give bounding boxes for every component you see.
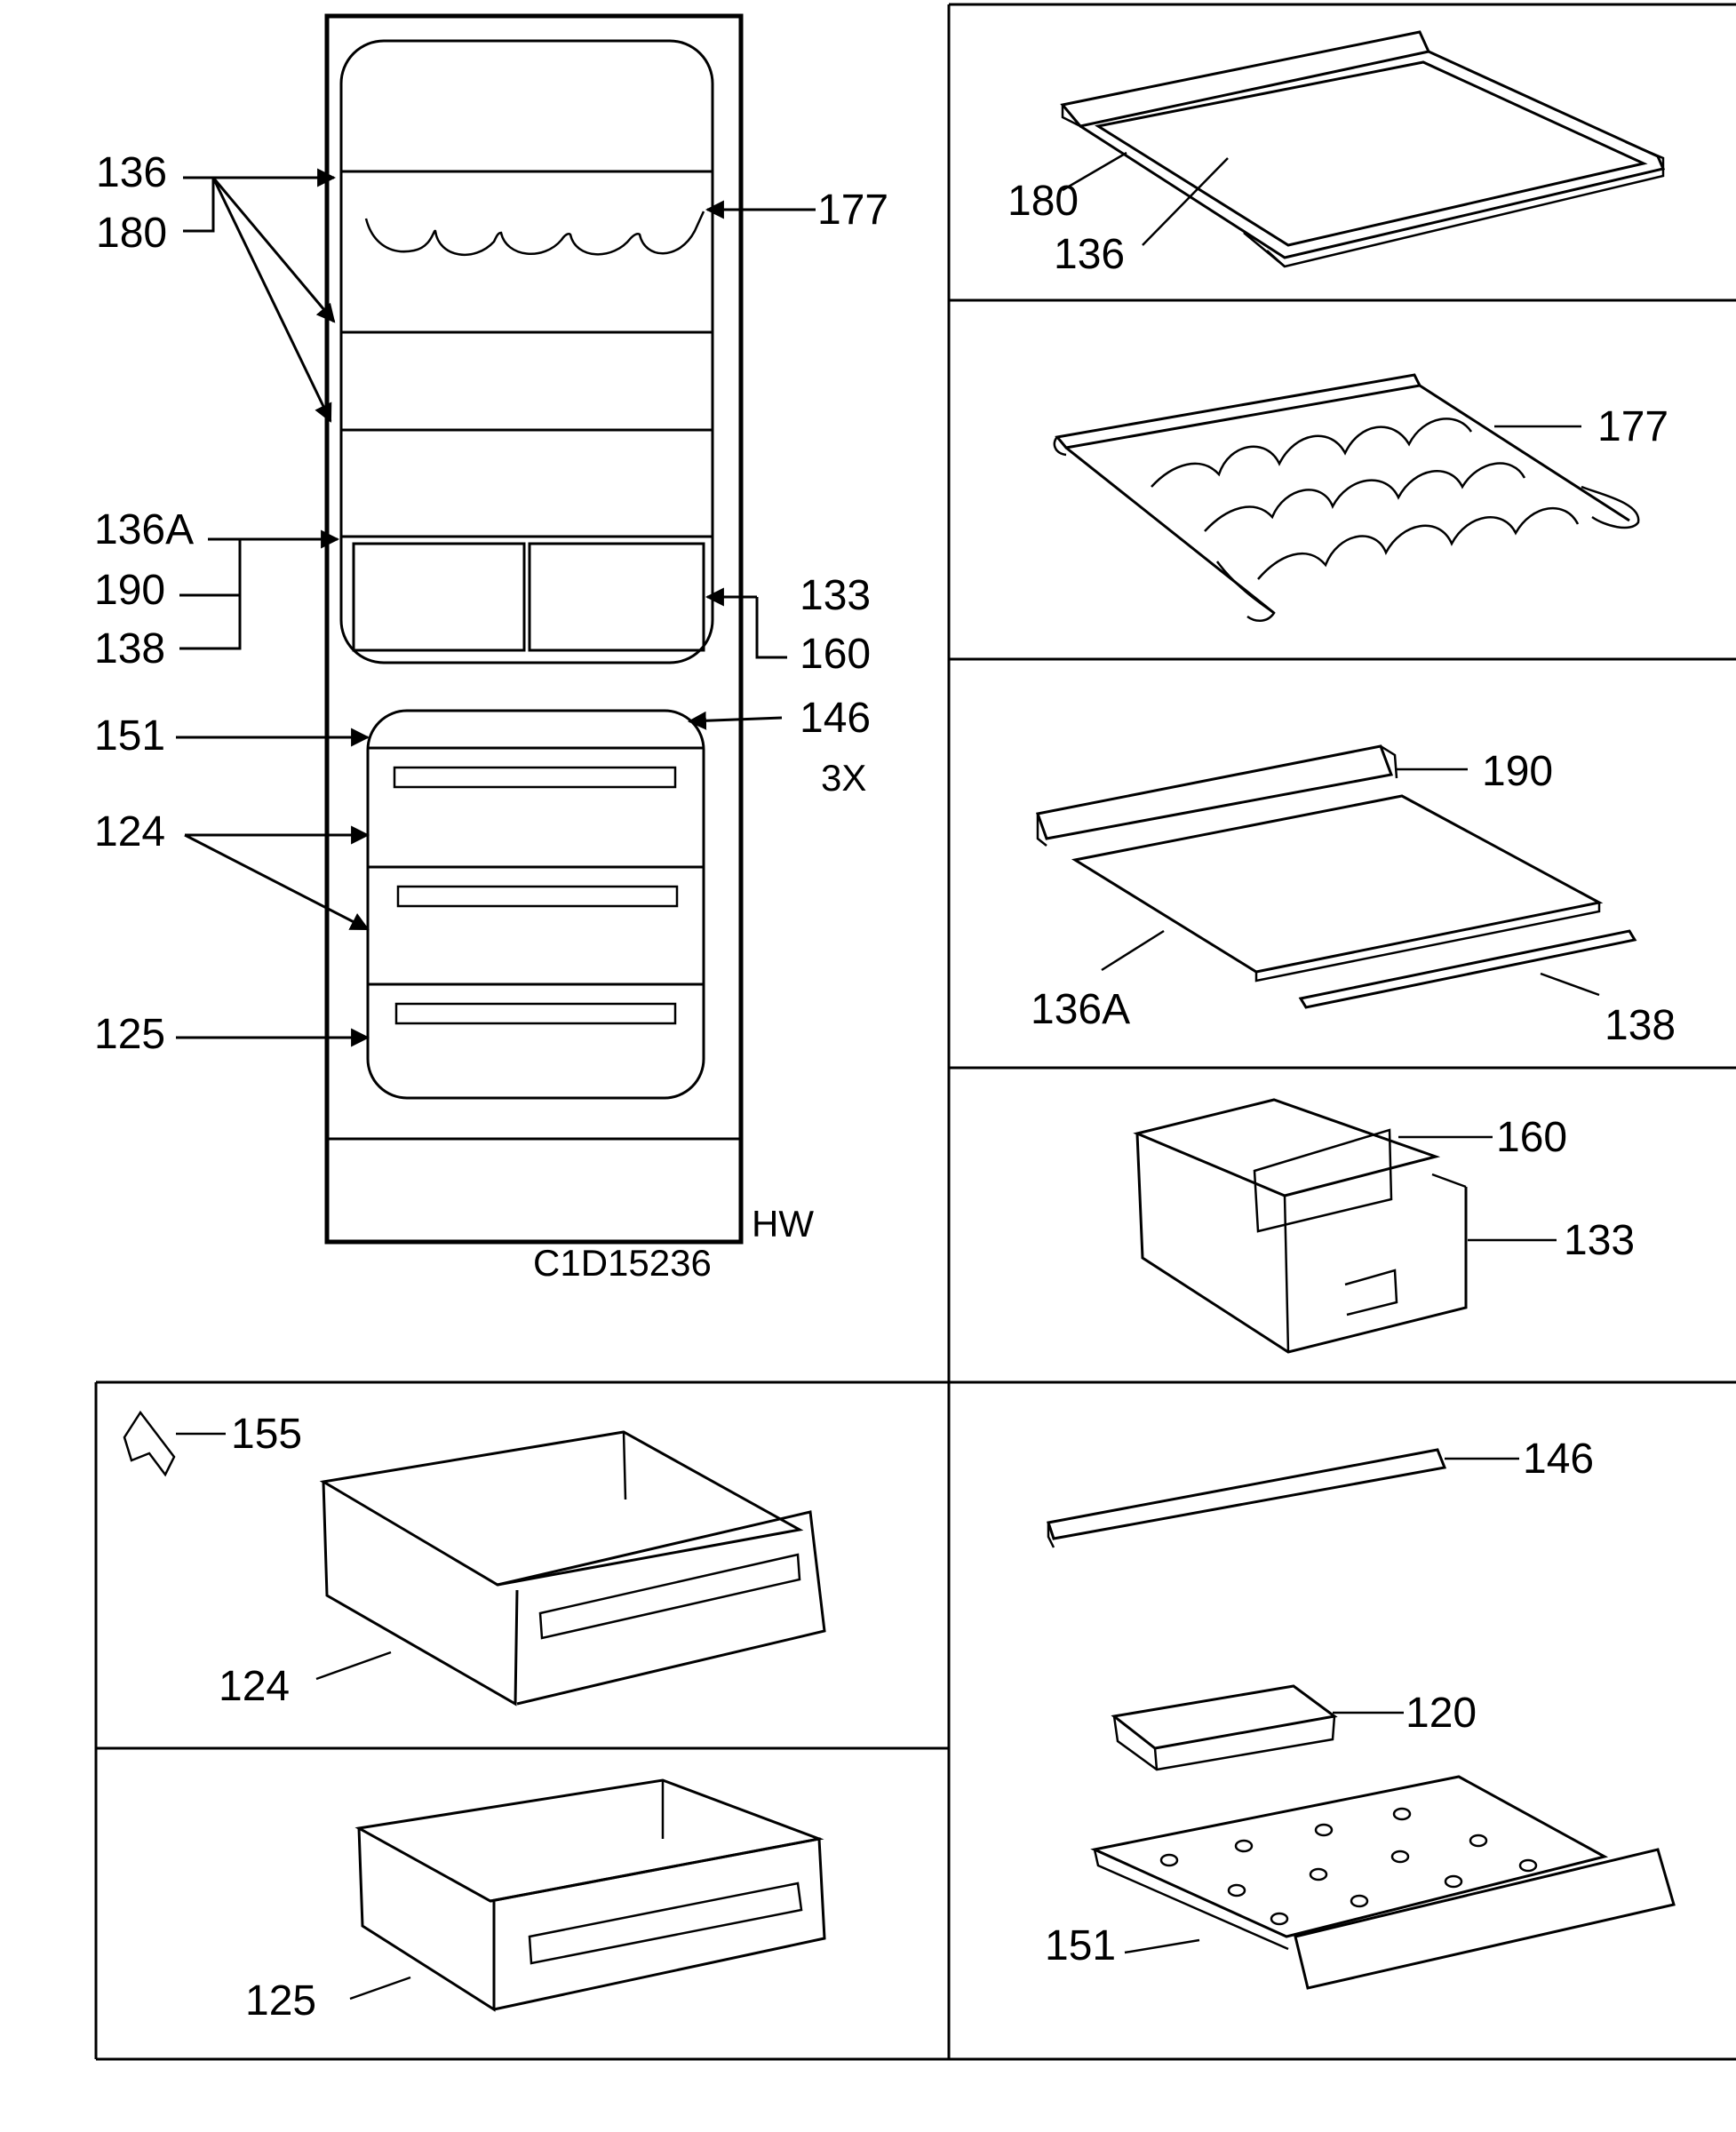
freezer-label-151: 151 (1045, 1922, 1116, 1969)
bin-panel: 160 133 (1133, 1098, 1635, 1354)
quantity-note: 3X (821, 757, 866, 799)
wine-rack-panel: 177 (1053, 373, 1668, 622)
diagram-code: C1D15236 (533, 1242, 712, 1284)
callout-125: 125 (94, 1011, 165, 1058)
drawer-label-125: 125 (245, 1977, 316, 2025)
overview-leaders (176, 168, 816, 1047)
clip-label-155: 155 (231, 1411, 302, 1458)
callout-160: 160 (800, 631, 871, 678)
glass-label-190: 190 (1482, 748, 1553, 795)
rack-label-177: 177 (1597, 403, 1668, 450)
drawer-label-124: 124 (219, 1663, 290, 1710)
panel-grid (94, 3, 1736, 2061)
glass-label-138: 138 (1605, 1002, 1676, 1049)
callout-136a: 136A (94, 506, 194, 553)
bin-label-160: 160 (1496, 1114, 1567, 1161)
bin-label-133: 133 (1564, 1217, 1635, 1264)
glass-label-136a: 136A (1031, 986, 1130, 1033)
callout-133: 133 (800, 572, 871, 619)
callout-146: 146 (800, 695, 871, 742)
overview-labels: 136 180 177 136A 190 138 133 160 151 146… (94, 149, 888, 1284)
shelf-label-180: 180 (1007, 178, 1079, 225)
model-code: HW (752, 1203, 814, 1245)
callout-151: 151 (94, 712, 165, 760)
shelf-label-136: 136 (1054, 231, 1125, 278)
callout-136: 136 (96, 149, 167, 196)
freezer-tray-knobs (1159, 1807, 1538, 1926)
callout-177: 177 (817, 187, 888, 234)
glass-shelf-panel: 190 136A 138 (1031, 744, 1676, 1049)
drawer-124-panel: 155 124 (123, 1410, 826, 1710)
freezer-label-120: 120 (1406, 1690, 1477, 1737)
callout-124: 124 (94, 808, 165, 855)
drawer-125-panel: 125 (245, 1778, 826, 2025)
callout-190: 190 (94, 567, 165, 614)
freezer-label-146: 146 (1523, 1436, 1594, 1483)
callout-180: 180 (96, 210, 167, 257)
fridge-overview (324, 13, 744, 1245)
callout-138: 138 (94, 625, 165, 672)
shelf-panel: 180 136 (1007, 30, 1666, 278)
freezer-panel: 146 120 151 (1045, 1436, 1676, 1990)
